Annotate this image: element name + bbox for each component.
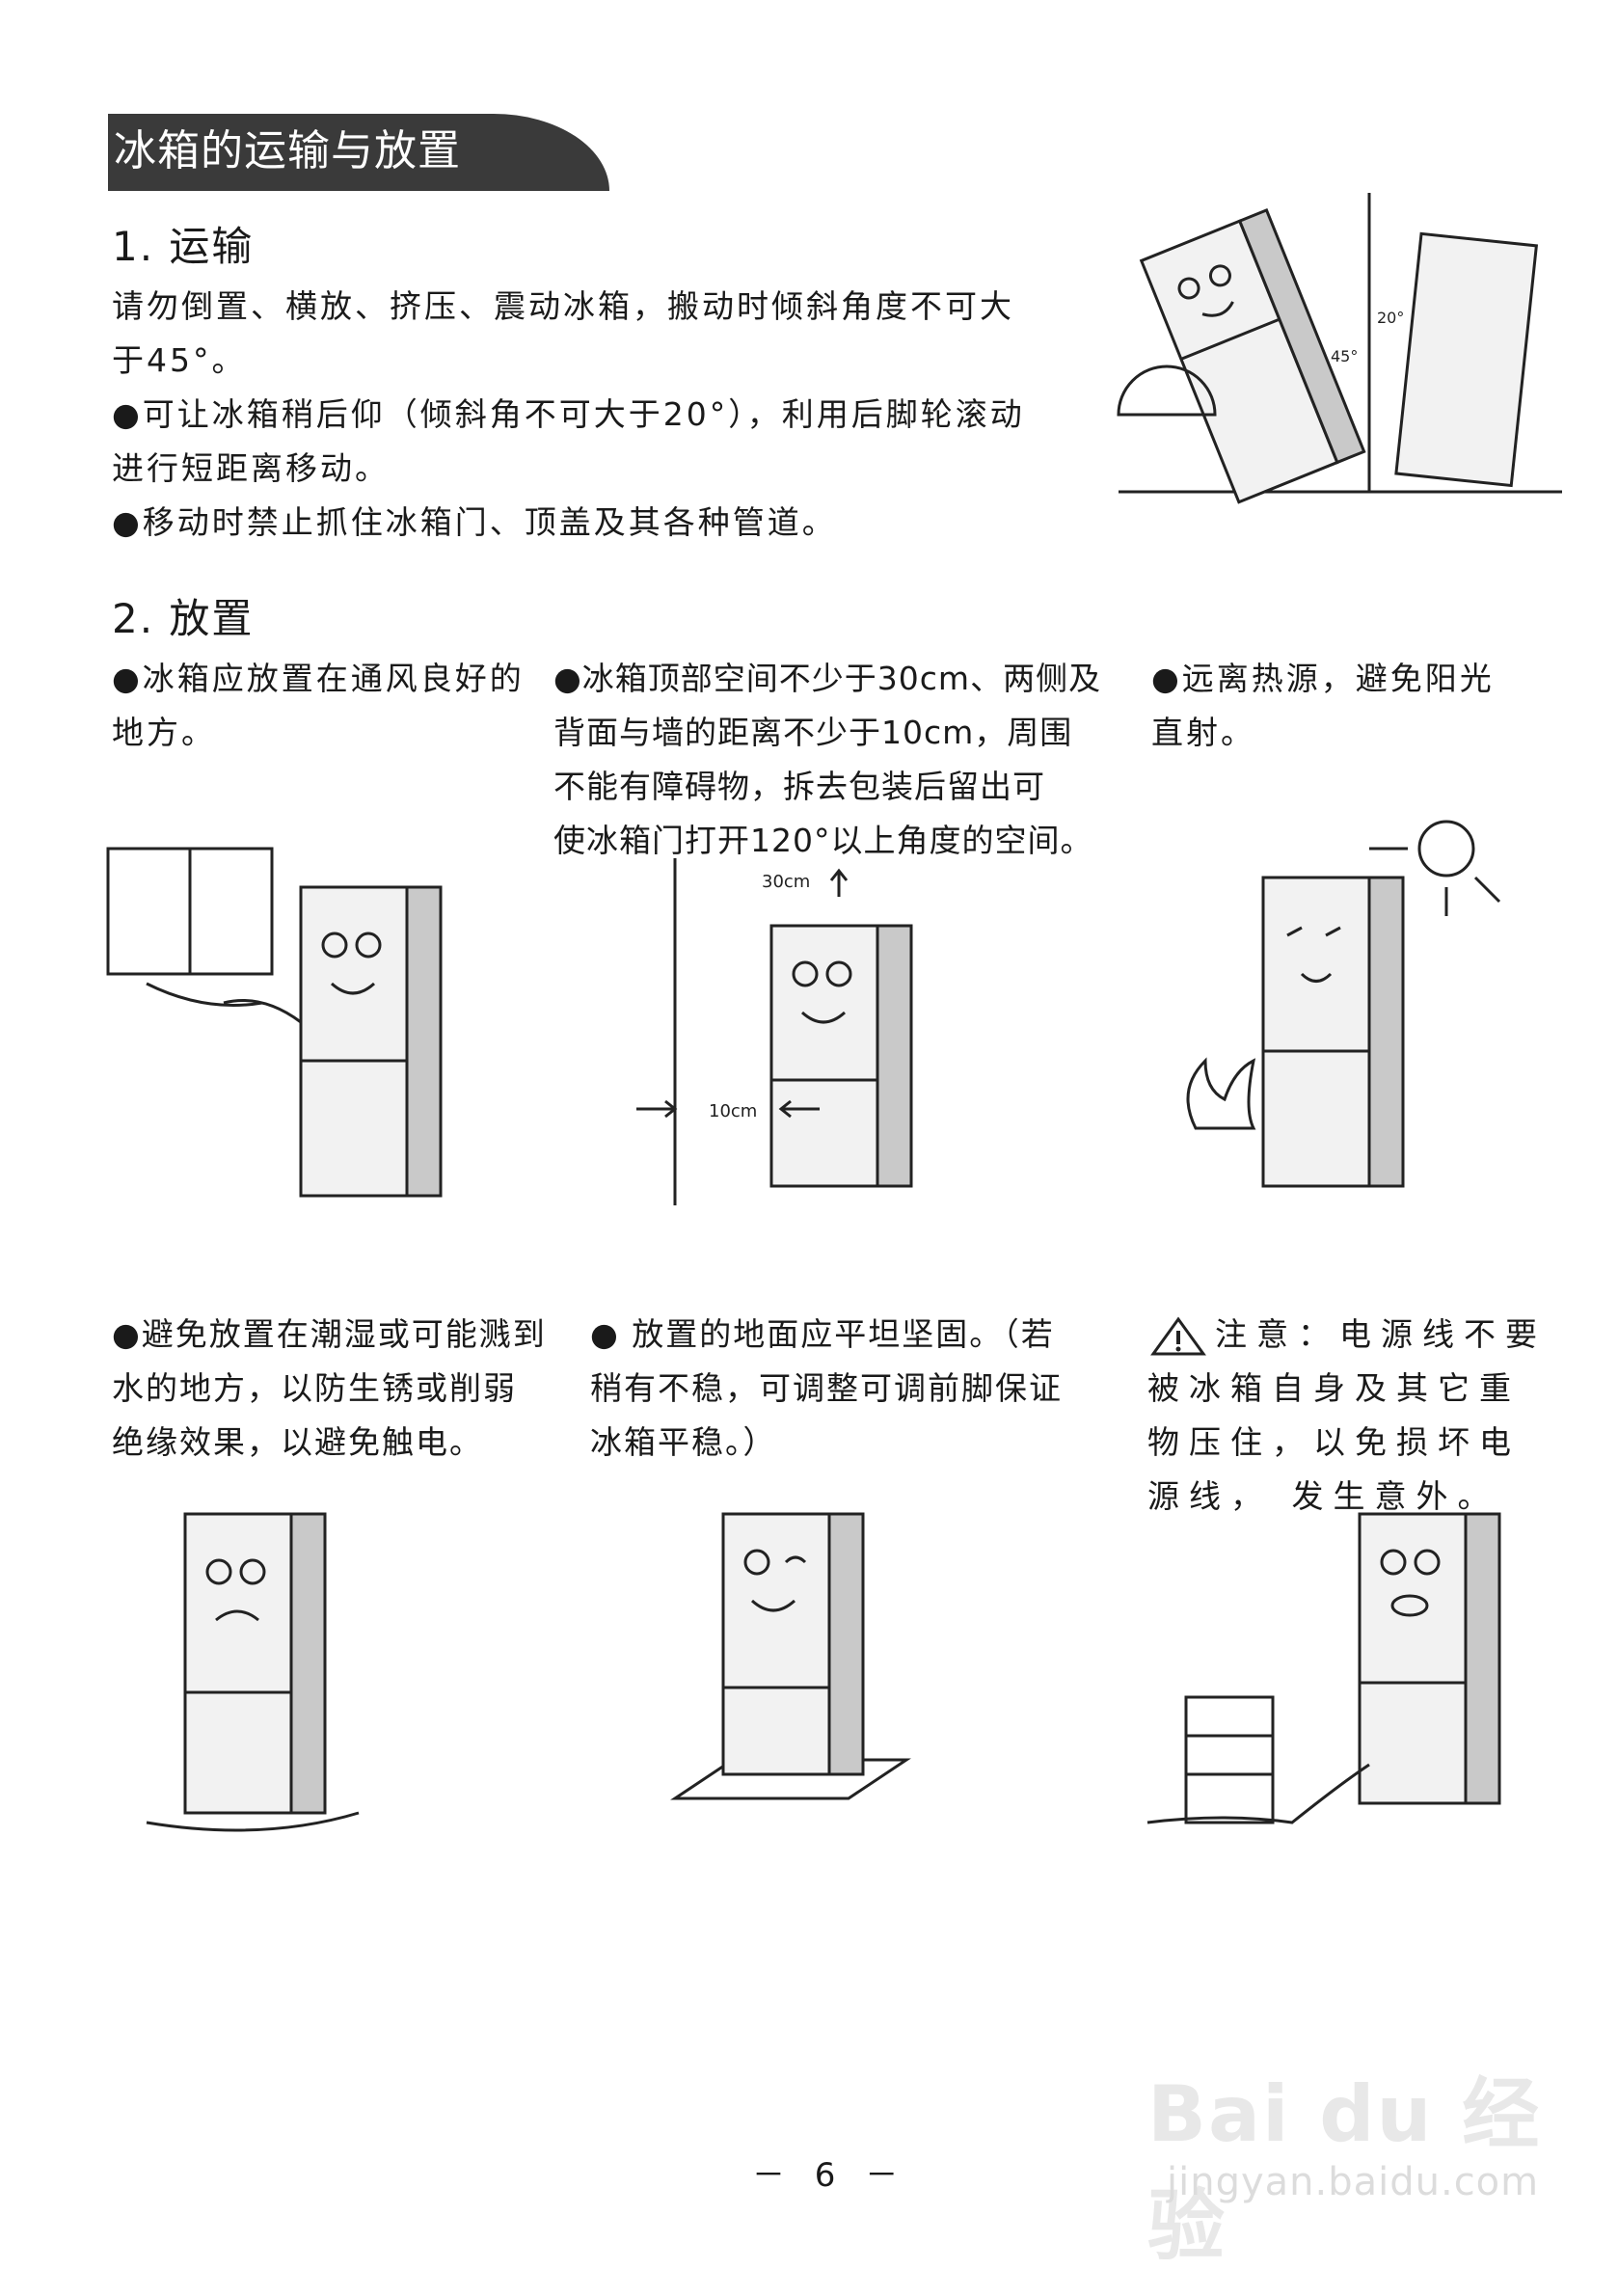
placement-line: 地方。 — [112, 714, 216, 751]
placement-item-floor: ● 放置的地面应平坦坚固。（若 稍有不稳，可调整可调前脚保证 冰箱平稳。） — [590, 1308, 1111, 1470]
transport-line: 请勿倒置、横放、挤压、震动冰箱，搬动时倾斜角度不可大 — [112, 287, 1014, 325]
placement-line: 绝缘效果，以避免触电。 — [112, 1423, 483, 1461]
transport-line: ●移动时禁止抓住冰箱门、顶盖及其各种管道。 — [112, 503, 837, 541]
placement-line: ●避免放置在潮湿或可能溅到 — [112, 1315, 547, 1353]
placement-item-clearance: ●冰箱顶部空间不少于30cm、两侧及 背面与墙的距离不少于10cm，周围 不能有… — [553, 652, 1122, 868]
floor-illustration — [670, 1512, 911, 1800]
placement-line: 背面与墙的距离不少于10cm，周围 — [553, 714, 1073, 751]
transport-heading: 1. 运输 — [112, 223, 255, 270]
watermark-logo: Bai du 经验 — [1147, 2069, 1542, 2271]
placement-item-power-cord: 注意：电源线不要 被冰箱自身及其它重 物压住，以免损坏电 源线， 发生意外。 — [1147, 1308, 1591, 1524]
placement-line: 直射。 — [1151, 714, 1255, 751]
angle-45-label: 45° — [1331, 347, 1358, 365]
placement-line: ●冰箱应放置在通风良好的 — [112, 660, 525, 697]
page-title: 冰箱的运输与放置 — [114, 126, 461, 176]
placement-line: 水的地方，以防生锈或削弱 — [112, 1369, 517, 1407]
heat-illustration — [1186, 820, 1501, 1188]
clearance-top-label: 30cm — [762, 872, 810, 892]
clearance-illustration: 30cm 10cm — [636, 858, 913, 1205]
page-number: － 6 － — [752, 2156, 908, 2195]
placement-line: 被冰箱自身及其它重 — [1147, 1369, 1521, 1407]
placement-item-humidity: ●避免放置在潮湿或可能溅到 水的地方，以防生锈或削弱 绝缘效果，以避免触电。 — [112, 1308, 575, 1470]
placement-line: ●冰箱顶部空间不少于30cm、两侧及 — [553, 660, 1102, 697]
humidity-illustration — [146, 1512, 360, 1832]
placement-line: ● 放置的地面应平坦坚固。（若 — [590, 1315, 1055, 1353]
ventilation-illustration — [106, 847, 443, 1198]
transport-illustration: 45° 20° — [1117, 193, 1562, 504]
section-title-bar — [108, 114, 609, 191]
placement-line: 使冰箱门打开120°以上角度的空间。 — [553, 822, 1093, 859]
transport-line: 进行短距离移动。 — [112, 449, 390, 487]
transport-line: 于45°。 — [112, 341, 247, 379]
placement-heading: 2. 放置 — [112, 595, 255, 642]
warning-icon — [1150, 1316, 1206, 1356]
placement-item-ventilation: ●冰箱应放置在通风良好的 地方。 — [112, 652, 555, 760]
placement-line: 不能有障碍物，拆去包装后留出可 — [553, 768, 1045, 805]
watermark-url: jingyan.baidu.com — [1167, 2160, 1540, 2204]
placement-line: 注意：电源线不要 — [1215, 1315, 1547, 1353]
angle-20-label: 20° — [1377, 309, 1404, 327]
placement-line: 冰箱平稳。） — [590, 1423, 777, 1461]
placement-item-heat: ●远离热源，避免阳光 直射。 — [1151, 652, 1576, 760]
transport-line: ●可让冰箱稍后仰（倾斜角不可大于20°），利用后脚轮滚动 — [112, 395, 1025, 433]
placement-line: 源线， 发生意外。 — [1147, 1477, 1499, 1515]
placement-line: 物压住，以免损坏电 — [1147, 1423, 1521, 1461]
clearance-side-label: 10cm — [709, 1101, 757, 1121]
placement-line: ●远离热源，避免阳光 — [1151, 660, 1495, 697]
placement-line: 稍有不稳，可调整可调前脚保证 — [590, 1369, 1063, 1407]
transport-text: 请勿倒置、横放、挤压、震动冰箱，搬动时倾斜角度不可大 于45°。 ●可让冰箱稍后… — [112, 280, 1105, 550]
power-cord-illustration — [1146, 1512, 1501, 1824]
